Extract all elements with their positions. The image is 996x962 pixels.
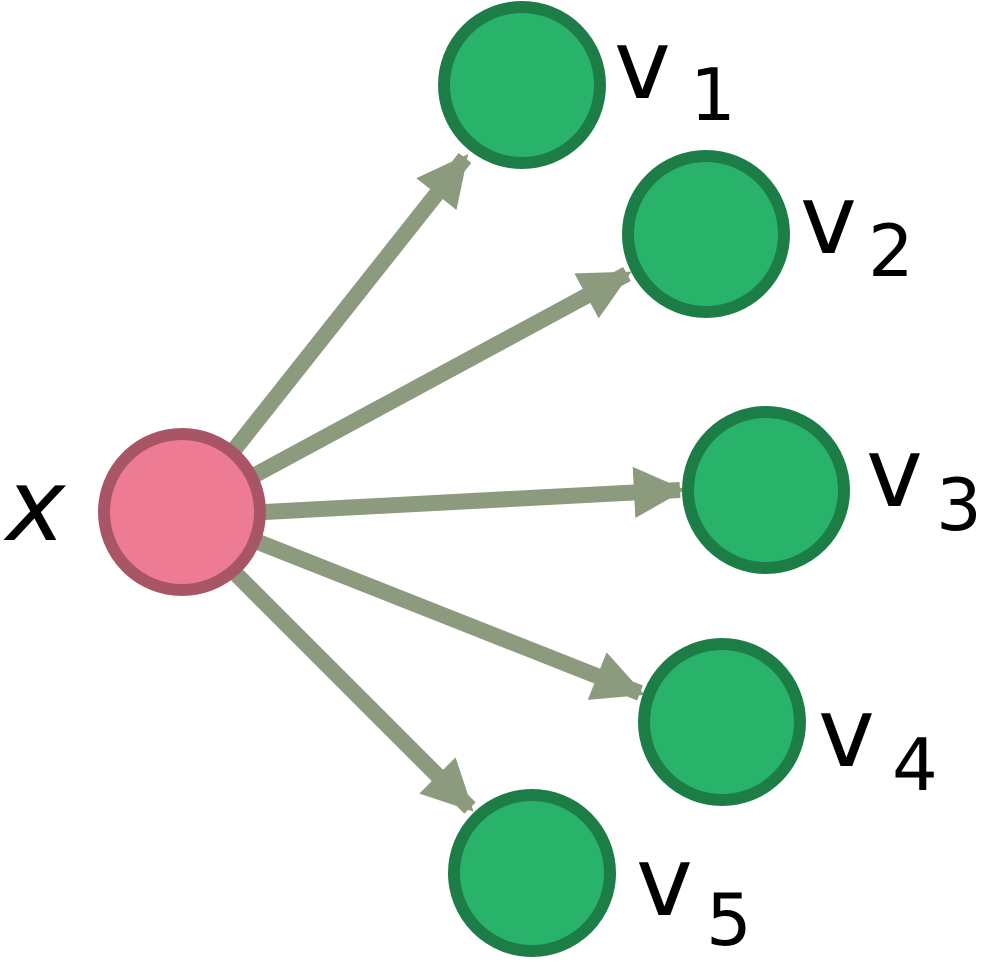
edge-x-v2 [251, 266, 632, 483]
target-node-v5-circle [448, 789, 616, 957]
edges [223, 153, 686, 814]
source-node: x [3, 428, 266, 596]
edge-x-v3 [264, 466, 686, 520]
target-node-v3-circle [682, 406, 850, 574]
edge-x-v1 [223, 153, 472, 460]
source-node-circle [98, 428, 266, 596]
edge-x-v5 [226, 564, 476, 814]
target-node-v1-circle [438, 1, 606, 169]
edge-x-v4 [255, 534, 645, 701]
source-node-label: x [3, 447, 67, 564]
target-node-v4-circle [638, 638, 806, 806]
target-node-v2-circle [622, 150, 790, 318]
